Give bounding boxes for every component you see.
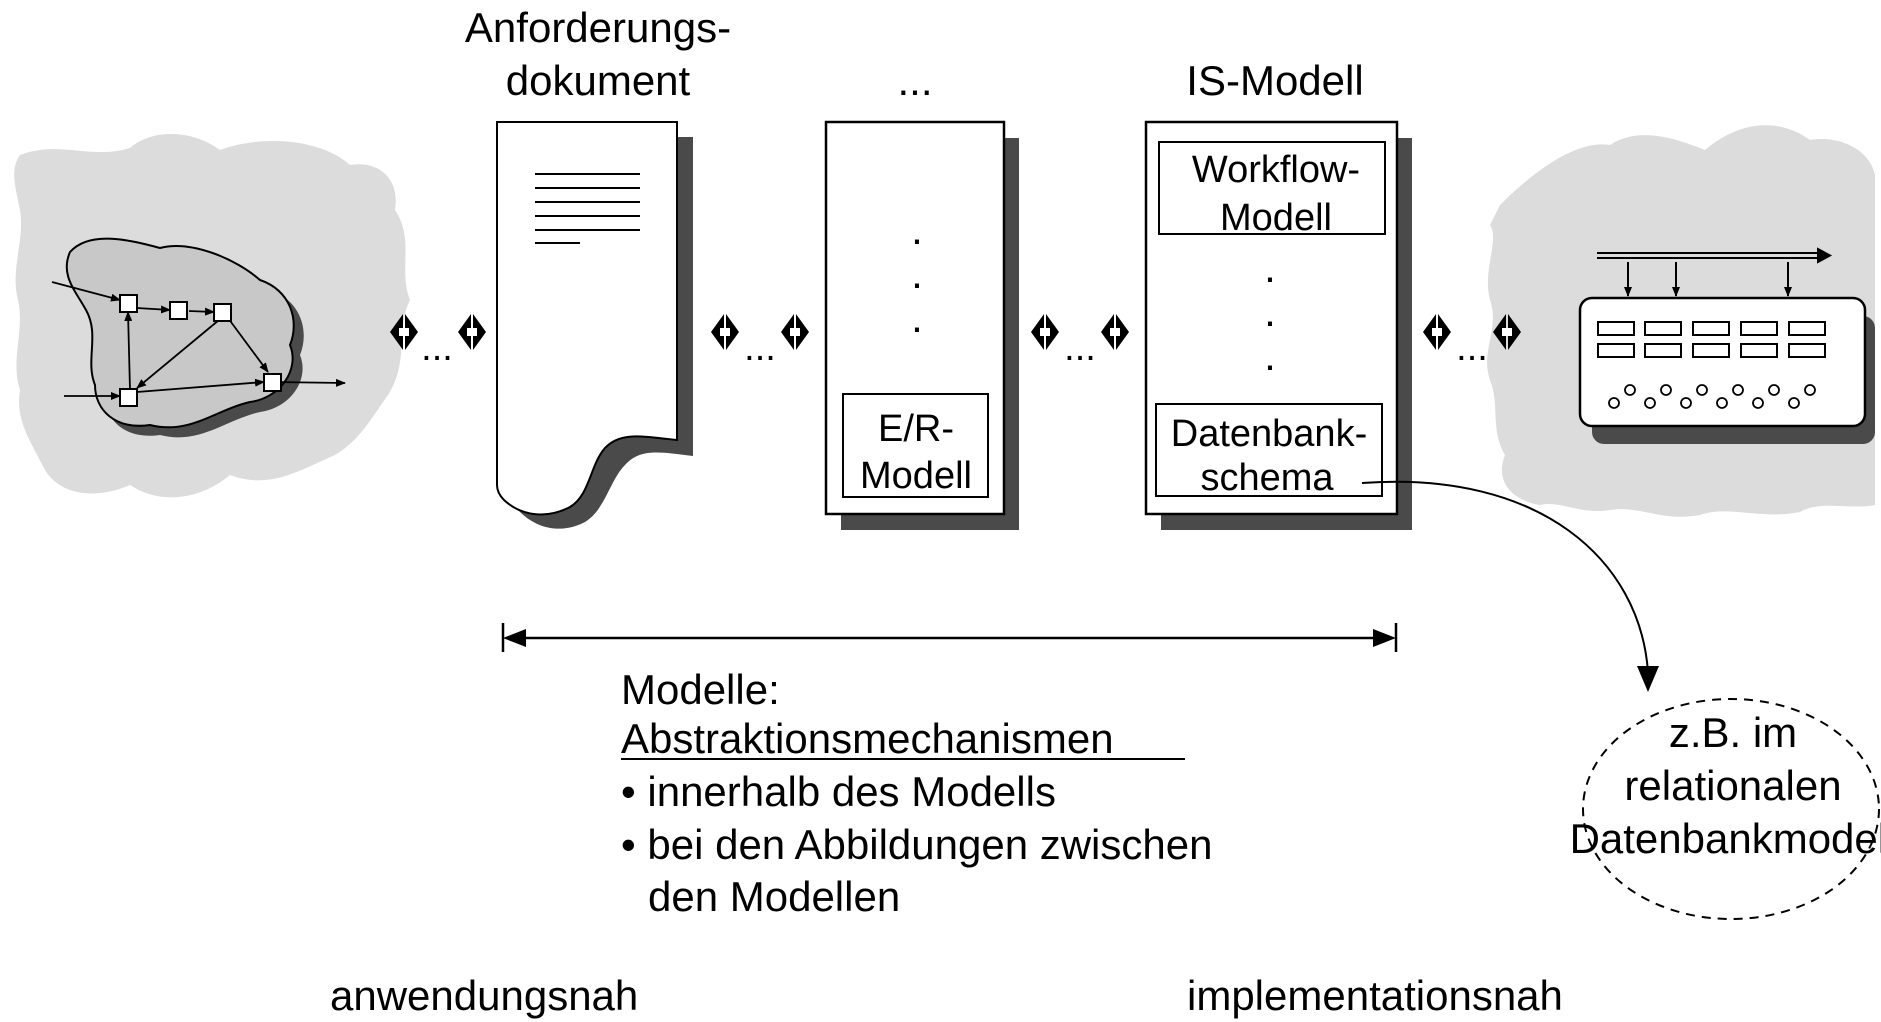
models-range-bracket [501, 623, 1398, 652]
vertical-ellipsis-dot: . [911, 294, 923, 341]
workflow-model-line2: Modell [1220, 197, 1332, 239]
abstraction-explanation: Modelle: Abstraktionsmechanismen • inner… [621, 666, 1212, 920]
explanation-bullet1: • innerhalb des Modells [621, 768, 1056, 815]
callout-line3: Datenbankmodell [1570, 815, 1881, 862]
bidirectional-mapping-icon [781, 314, 809, 350]
bidirectional-mapping-icon [1493, 314, 1521, 350]
intermediate-model-title: ... [897, 57, 932, 104]
callout-line1: z.B. im [1669, 709, 1797, 756]
is-model-title: IS-Modell [1186, 57, 1363, 104]
er-model-line1: E/R- [878, 408, 954, 450]
explanation-subheading: Abstraktionsmechanismen [621, 715, 1114, 762]
bidirectional-mapping-icon [458, 314, 486, 350]
system-bus [1597, 247, 1833, 297]
explanation-bullet2-line1: • bei den Abbildungen zwischen [621, 821, 1212, 868]
indicator-lights [1608, 384, 1816, 409]
requirements-title-line1: Anforderungs- [465, 4, 731, 51]
is-model: IS-Modell Workflow- Modell . . . Datenba… [1144, 57, 1412, 530]
document-text-lines [535, 173, 640, 244]
bidirectional-mapping-icon [390, 314, 418, 350]
mapping-connectors: ... ... ... ... [390, 314, 1521, 369]
vertical-ellipsis-dot: . [1264, 244, 1276, 291]
bidirectional-mapping-icon [1101, 314, 1129, 350]
er-model-line2: Modell [860, 455, 972, 497]
connector-dots: ... [421, 327, 453, 369]
vertical-ellipsis-dot: . [1264, 332, 1276, 379]
er-model-box [842, 393, 989, 498]
process-nodes [119, 294, 282, 407]
callout-connector [1361, 480, 1649, 673]
callout-line2: relationalen [1624, 762, 1841, 809]
bidirectional-mapping-icon [1031, 314, 1059, 350]
database-schema-box [1155, 403, 1383, 497]
vertical-ellipsis-dot: . [911, 250, 923, 297]
requirements-title-line2: dokument [506, 57, 691, 104]
process-graph-cloud-icon [14, 134, 410, 498]
database-schema-line1: Datenbank- [1171, 413, 1367, 455]
callout-arrowhead [1637, 666, 1659, 692]
bidirectional-mapping-icon [711, 314, 739, 350]
process-graph [51, 281, 346, 400]
document-page [496, 121, 678, 516]
intermediate-model: ... . . . E/R- Modell [824, 57, 1019, 530]
explanation-bullet2-line2: den Modellen [648, 873, 900, 920]
callout-ellipse [1582, 698, 1880, 920]
process-blob [65, 237, 295, 429]
connector-dots: ... [1064, 327, 1096, 369]
axis-label-left: anwendungsnah [330, 972, 638, 1019]
workflow-model-line1: Workflow- [1192, 149, 1360, 191]
computer-system-cloud-icon [1487, 125, 1875, 517]
connector-dots: ... [744, 327, 776, 369]
requirements-document: Anforderungs- dokument [465, 4, 731, 529]
vertical-ellipsis-dot: . [1264, 288, 1276, 335]
axis-label-right: implementationsnah [1187, 972, 1563, 1019]
workflow-model-box [1158, 141, 1386, 235]
connector-dots: ... [1456, 327, 1488, 369]
vertical-ellipsis-dot: . [911, 206, 923, 253]
database-schema-line2: schema [1200, 457, 1334, 499]
register-boxes [1597, 321, 1826, 358]
explanation-heading: Modelle: [621, 666, 780, 713]
relational-model-callout: z.B. im relationalen Datenbankmodell [1361, 480, 1881, 920]
bidirectional-mapping-icon [1423, 314, 1451, 350]
